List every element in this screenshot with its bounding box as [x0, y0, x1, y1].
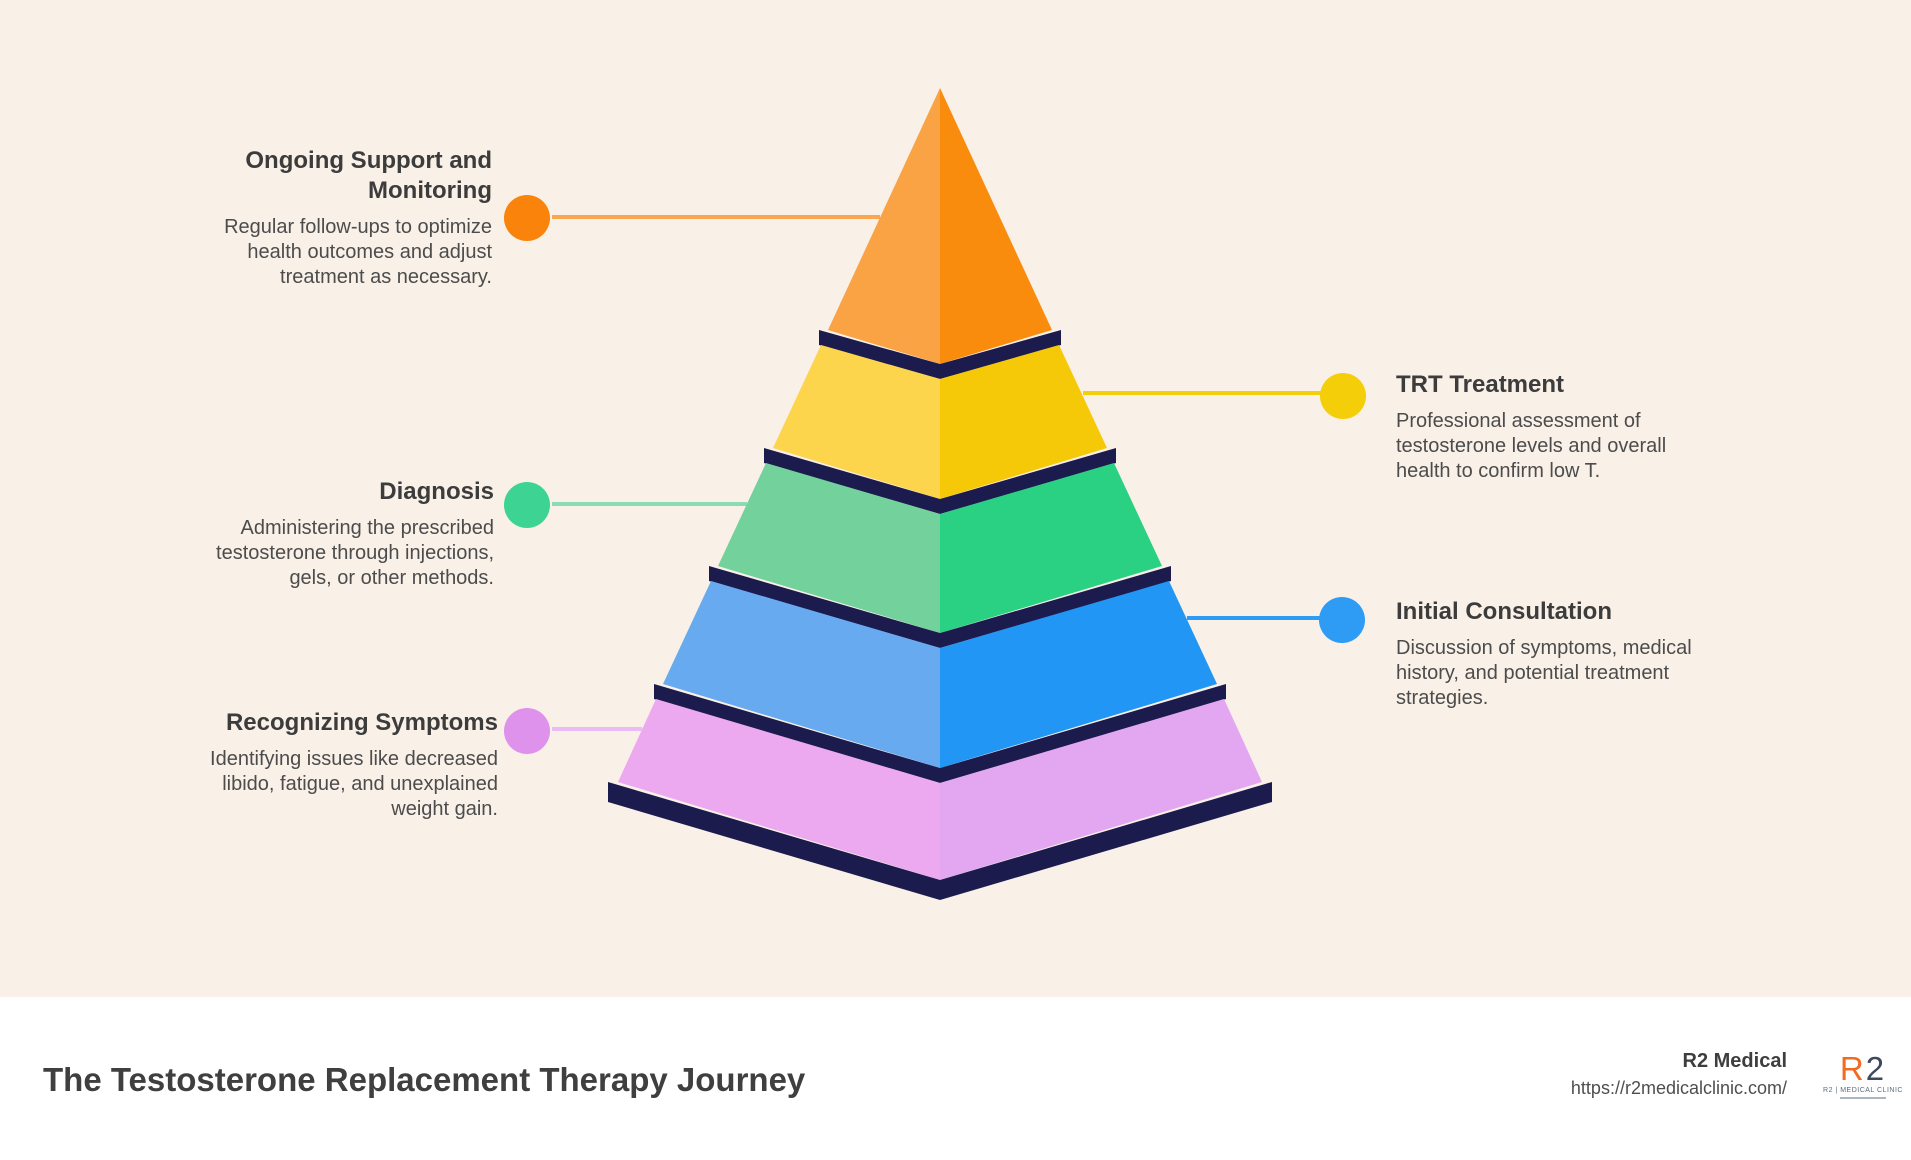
step-description: Discussion of symptoms, medical history,…: [1396, 637, 1692, 709]
step-description: Administering the prescribed testosteron…: [216, 517, 494, 589]
step-title: Ongoing Support and Monitoring: [245, 147, 492, 204]
pyramid-band-1: [819, 330, 1061, 379]
connector-dot-ongoing-support: [504, 195, 550, 241]
logo-digit-2: 2: [1865, 1050, 1887, 1087]
pyramid-band-3: [709, 566, 1171, 648]
connector-dot-recognizing-symptoms: [504, 708, 550, 754]
brand-name: R2 Medical: [1682, 1050, 1787, 1072]
step-label-trt-treatment: TRT Treatment Professional assessment of…: [1396, 370, 1708, 484]
step-title: Recognizing Symptoms: [225, 709, 498, 736]
pyramid-level-1-right-face: [940, 88, 1052, 364]
connector-dot-trt-treatment: [1320, 373, 1366, 419]
r2-logo-mark: R2: [1818, 1052, 1908, 1086]
pyramid-level-4-left-face: [663, 581, 940, 768]
step-label-initial-consultation: Initial Consultation Discussion of sympt…: [1396, 597, 1712, 711]
pyramid-band-2: [764, 448, 1116, 514]
brand-url: https://r2medicalclinic.com/: [1570, 1078, 1787, 1098]
logo-caption: R2 | MEDICAL CLINIC: [1823, 1087, 1903, 1094]
pyramid-level-5-right-face: [940, 699, 1262, 880]
footer-bar: [0, 997, 1911, 1160]
page-title: The Testosterone Replacement Therapy Jou…: [43, 1061, 806, 1098]
pyramid-level-2-left-face: [773, 345, 940, 499]
pyramid-base-band: [608, 782, 1272, 900]
step-label-ongoing-support: Ongoing Support and Monitoring Regular f…: [182, 146, 492, 290]
pyramid-level-3-right-face: [940, 463, 1162, 633]
logo-letter-r: R: [1839, 1050, 1866, 1087]
connector-dot-initial-consultation: [1319, 597, 1365, 643]
connector-dot-diagnosis: [504, 482, 550, 528]
step-description: Professional assessment of testosterone …: [1396, 410, 1667, 482]
step-title: TRT Treatment: [1396, 371, 1565, 398]
pyramid-level-5-left-face: [618, 699, 940, 880]
step-label-recognizing-symptoms: Recognizing Symptoms Identifying issues …: [182, 708, 498, 822]
pyramid-level-1-left-face: [828, 88, 940, 364]
logo-tagline-line: [1840, 1097, 1886, 1099]
step-description: Regular follow-ups to optimize health ou…: [224, 216, 492, 288]
pyramid-level-3-left-face: [718, 463, 940, 633]
step-title: Initial Consultation: [1396, 598, 1612, 625]
r2-logo: R2 R2 | MEDICAL CLINIC: [1818, 1052, 1908, 1099]
pyramid-level-2-right-face: [940, 345, 1107, 499]
step-label-diagnosis: Diagnosis Administering the prescribed t…: [182, 477, 494, 591]
pyramid-level-4-right-face: [940, 581, 1217, 768]
step-description: Identifying issues like decreased libido…: [210, 748, 498, 820]
step-title: Diagnosis: [379, 478, 494, 505]
